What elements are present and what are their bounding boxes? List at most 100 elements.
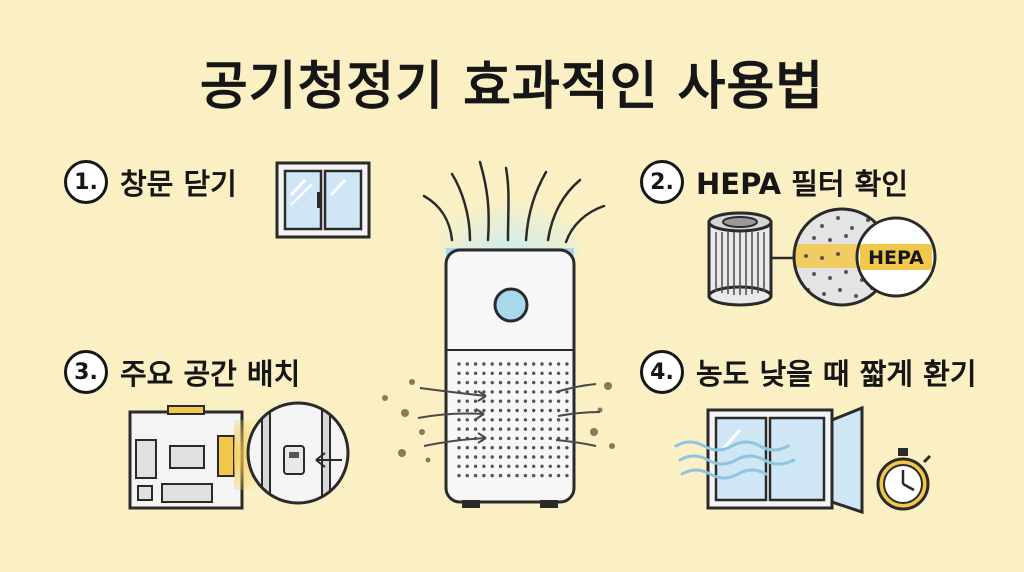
grill-dot: [523, 418, 528, 422]
grill-dot: [457, 427, 461, 431]
grill-dot: [556, 408, 561, 413]
grill-dot: [507, 464, 511, 468]
grill-dot: [490, 436, 494, 441]
grill-dot: [465, 399, 469, 403]
grill-dot: [556, 362, 561, 366]
grill-dot: [540, 446, 544, 450]
grill-dot: [473, 464, 478, 468]
grill-dot: [482, 464, 486, 468]
grill-dot: [565, 399, 569, 403]
grill-dot: [548, 390, 552, 394]
placement-magnifier: [246, 401, 350, 505]
grill-dot: [540, 380, 544, 385]
grill-dot: [482, 380, 486, 385]
grill-dot: [556, 473, 561, 478]
grill-dot: [490, 390, 494, 394]
grill-dot: [515, 427, 519, 431]
grill-dot: [515, 455, 519, 459]
grill-dot: [532, 427, 536, 431]
breeze-lines: [674, 440, 796, 480]
grill-dot: [556, 371, 561, 375]
grill-dot: [565, 390, 569, 394]
air-purifier-icon: [422, 158, 606, 508]
grill-dot: [540, 408, 544, 413]
grill-dot: [540, 362, 544, 366]
grill-dot: [498, 418, 503, 422]
grill-dot: [457, 464, 461, 468]
grill-dot: [515, 371, 519, 375]
grill-dot: [465, 408, 469, 413]
grill-dot: [498, 436, 503, 441]
grill-dot: [482, 427, 486, 431]
grill-dot: [515, 399, 519, 403]
grill-dot: [498, 371, 503, 375]
grill-dot: [540, 427, 544, 431]
step-label: 창문 닫기: [120, 167, 237, 201]
grill-dot: [565, 436, 569, 441]
grill-dot: [523, 399, 528, 403]
step-number: 3.: [64, 350, 108, 394]
grill-dot: [473, 399, 478, 403]
grill-dot: [498, 390, 503, 394]
grill-dot: [556, 455, 561, 459]
grill-dot: [515, 408, 519, 413]
open-window-icon: [674, 405, 864, 515]
step-check-hepa-filter: 2. HEPA 필터 확인: [640, 160, 908, 204]
grill-dot: [507, 390, 511, 394]
grill-dot: [482, 473, 486, 478]
grill-dot: [565, 455, 569, 459]
grill-dot: [482, 418, 486, 422]
grill-dot: [523, 362, 528, 366]
grill-dot: [540, 418, 544, 422]
grill-dot: [565, 427, 569, 431]
grill-dot: [523, 371, 528, 375]
grill-dot: [473, 362, 478, 366]
grill-dot: [540, 455, 544, 459]
step-placement: 3. 주요 공간 배치: [64, 350, 300, 394]
grill-dot: [498, 362, 503, 366]
grill-dot: [465, 371, 469, 375]
grill-dot: [465, 473, 469, 478]
grill-dot: [490, 362, 494, 366]
grill-dot: [556, 418, 561, 422]
grill-dot: [457, 380, 461, 385]
grill-dot: [540, 390, 544, 394]
grill-dot: [532, 455, 536, 459]
grill-dot: [540, 436, 544, 441]
grill-dot: [523, 455, 528, 459]
grill-dot: [507, 362, 511, 366]
step-number: 2.: [640, 160, 684, 204]
grill-dot: [498, 380, 503, 385]
grill-dot: [473, 446, 478, 450]
grill-dot: [532, 446, 536, 450]
grill-dot: [532, 473, 536, 478]
grill-dot: [565, 464, 569, 468]
grill-dot: [490, 455, 494, 459]
grill-dot: [482, 399, 486, 403]
grill-dot: [523, 408, 528, 413]
grill-dot: [457, 446, 461, 450]
grill-dot: [515, 446, 519, 450]
grill-dot: [548, 380, 552, 385]
grill-dot: [465, 362, 469, 366]
grill-dot: [565, 446, 569, 450]
grill-dot: [532, 362, 536, 366]
grill-dot: [507, 473, 511, 478]
grill-dot: [473, 380, 478, 385]
grill-dot: [515, 390, 519, 394]
grill-dot: [548, 408, 552, 413]
grill-dot: [490, 446, 494, 450]
grill-dot: [565, 473, 569, 478]
step-number: 1.: [64, 160, 108, 204]
grill-dot: [515, 380, 519, 385]
grill-dot: [532, 418, 536, 422]
grill-dot: [473, 473, 478, 478]
step-label: 농도 낮을 때 짧게 환기: [696, 357, 977, 391]
grill-dot: [465, 418, 469, 422]
grill-dot: [507, 408, 511, 413]
step-number: 4.: [640, 350, 684, 394]
grill-dot: [473, 390, 478, 394]
grill-dot: [532, 399, 536, 403]
step-label: 주요 공간 배치: [120, 357, 301, 391]
grill-dot: [482, 455, 486, 459]
